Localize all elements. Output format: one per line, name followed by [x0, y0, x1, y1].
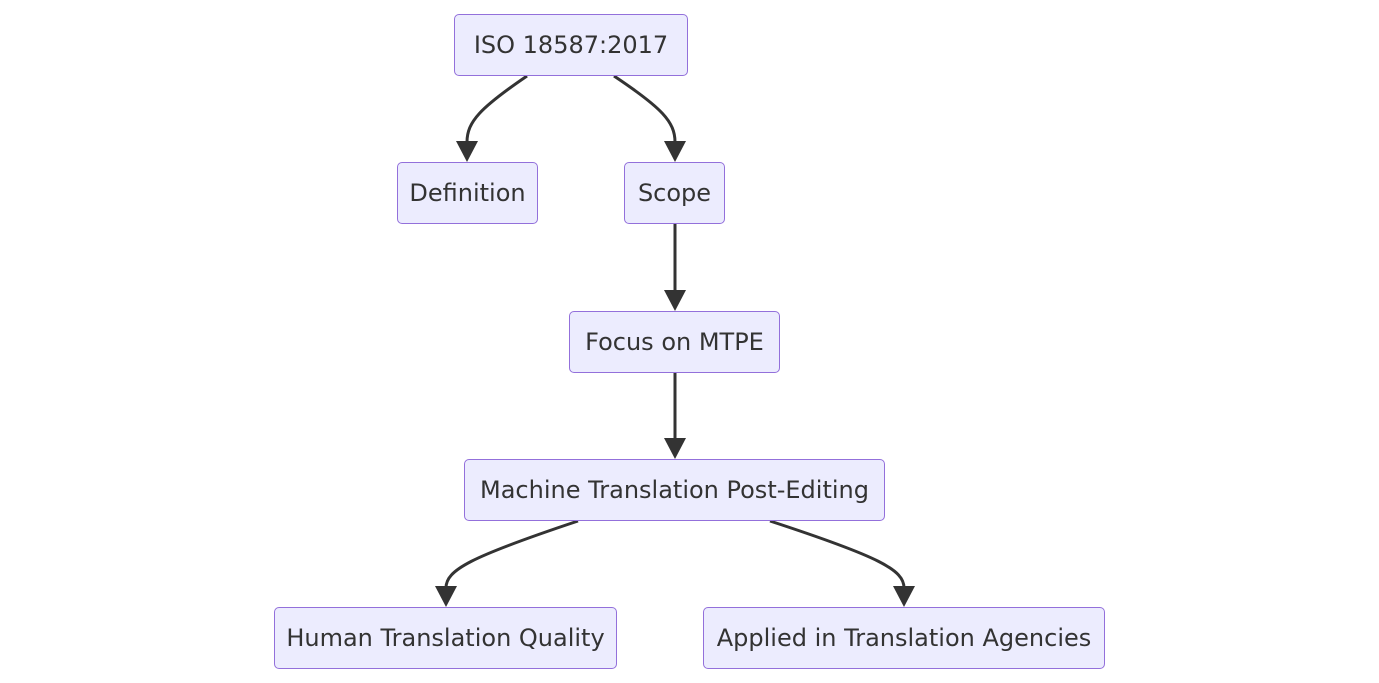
edge-mtpe-to-agencies — [769, 519, 906, 589]
arrowhead-human-quality — [435, 586, 457, 607]
arrowhead-scope — [664, 141, 686, 162]
arrowhead-agencies — [893, 586, 915, 607]
edge-iso-to-scope — [613, 74, 677, 143]
node-iso-18587: ISO 18587:2017 — [454, 14, 688, 76]
arrowhead-focus — [664, 290, 686, 311]
node-definition: Definition — [397, 162, 538, 224]
node-focus-on-mtpe: Focus on MTPE — [569, 311, 780, 373]
node-applied-in-translation-agencies: Applied in Translation Agencies — [703, 607, 1105, 669]
node-machine-translation-post-editing: Machine Translation Post-Editing — [464, 459, 885, 521]
edge-mtpe-to-human-quality — [444, 519, 579, 589]
edge-iso-to-definition — [465, 74, 528, 143]
node-scope: Scope — [624, 162, 725, 224]
arrowhead-mtpe — [664, 438, 686, 459]
node-human-translation-quality: Human Translation Quality — [274, 607, 617, 669]
arrowhead-definition — [456, 141, 478, 162]
